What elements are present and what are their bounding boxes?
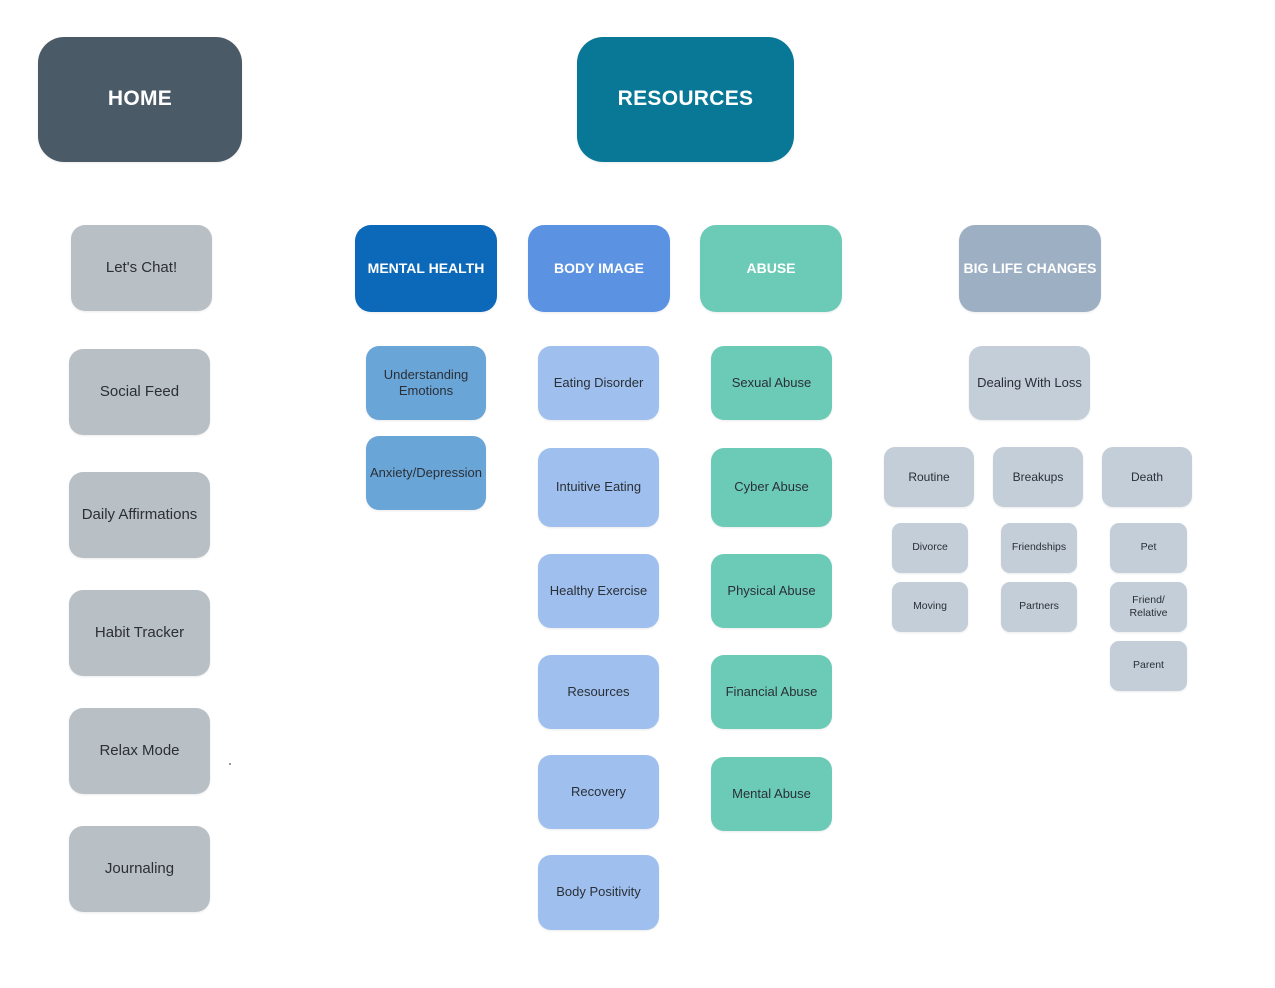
body-image-item-resources[interactable]: Resources <box>538 655 659 729</box>
abuse-item-financial-abuse[interactable]: Financial Abuse <box>711 655 832 729</box>
item-label: Understanding Emotions <box>383 366 469 398</box>
resources-node[interactable]: RESOURCES <box>577 37 794 162</box>
item-label: Dealing With Loss <box>977 374 1082 390</box>
body-image-item-recovery[interactable]: Recovery <box>538 755 659 829</box>
big-life-changes-item-dealing-with-loss[interactable]: Dealing With Loss <box>969 346 1090 420</box>
routine-item-divorce[interactable]: Divorce <box>892 523 968 573</box>
routine-item-moving[interactable]: Moving <box>892 582 968 632</box>
death-item-pet[interactable]: Pet <box>1110 523 1187 573</box>
home-item-label: Let's Chat! <box>105 258 178 276</box>
item-label: Financial Abuse <box>725 683 818 699</box>
home-item-label: Relax Mode <box>99 741 180 759</box>
home-item-social-feed[interactable]: Social Feed <box>69 349 210 435</box>
item-label: Mental Abuse <box>732 785 811 801</box>
category-big-life-changes[interactable]: BIG LIFE CHANGES <box>959 225 1101 312</box>
item-label: Cyber Abuse <box>734 479 809 495</box>
breakups-item-friendships[interactable]: Friendships <box>1001 523 1077 573</box>
death-item-friend-relative[interactable]: Friend/ Relative <box>1110 582 1187 632</box>
body-image-item-intuitive-eating[interactable]: Intuitive Eating <box>538 448 659 527</box>
item-label: Sexual Abuse <box>731 374 812 390</box>
mental-health-item-understanding-emotions[interactable]: Understanding Emotions <box>366 346 486 420</box>
subitem-label: Friendships <box>1011 541 1067 554</box>
home-item-label: Social Feed <box>99 382 180 400</box>
big-life-changes-group-death[interactable]: Death <box>1102 447 1192 507</box>
item-label: Body Positivity <box>556 884 641 900</box>
subitem-label: Parent <box>1133 659 1164 672</box>
home-item-label: Journaling <box>104 859 175 877</box>
stray-dot <box>229 763 231 765</box>
category-label: BODY IMAGE <box>554 259 644 276</box>
body-image-item-body-positivity[interactable]: Body Positivity <box>538 855 659 930</box>
abuse-item-physical-abuse[interactable]: Physical Abuse <box>711 554 832 628</box>
item-label: Intuitive Eating <box>555 479 642 495</box>
category-mental-health[interactable]: MENTAL HEALTH <box>355 225 497 312</box>
group-label: Death <box>1130 469 1164 484</box>
home-item-label: Daily Affirmations <box>81 505 198 523</box>
abuse-item-cyber-abuse[interactable]: Cyber Abuse <box>711 448 832 527</box>
home-item-label: Habit Tracker <box>94 623 185 641</box>
breakups-item-partners[interactable]: Partners <box>1001 582 1077 632</box>
group-label: Routine <box>908 469 950 484</box>
group-label: Breakups <box>1012 469 1064 484</box>
subitem-label: Pet <box>1140 541 1157 554</box>
home-node[interactable]: HOME <box>38 37 242 162</box>
big-life-changes-group-breakups[interactable]: Breakups <box>993 447 1083 507</box>
body-image-item-eating-disorder[interactable]: Eating Disorder <box>538 346 659 420</box>
home-title: HOME <box>107 87 173 111</box>
home-item-lets-chat[interactable]: Let's Chat! <box>71 225 212 311</box>
category-label: BIG LIFE CHANGES <box>963 259 1097 276</box>
item-label: Recovery <box>571 783 626 799</box>
body-image-item-healthy-exercise[interactable]: Healthy Exercise <box>538 554 659 628</box>
home-item-daily-affirmations[interactable]: Daily Affirmations <box>69 472 210 558</box>
home-item-journaling[interactable]: Journaling <box>69 826 210 912</box>
abuse-item-sexual-abuse[interactable]: Sexual Abuse <box>711 346 832 420</box>
mental-health-item-anxiety-depression[interactable]: Anxiety/Depression <box>366 436 486 510</box>
subitem-label: Friend/ Relative <box>1129 593 1168 619</box>
abuse-item-mental-abuse[interactable]: Mental Abuse <box>711 757 832 831</box>
item-label: Anxiety/Depression <box>370 464 482 480</box>
item-label: Eating Disorder <box>553 374 644 390</box>
category-label: ABUSE <box>746 259 796 276</box>
subitem-label: Partners <box>1019 600 1059 613</box>
home-item-habit-tracker[interactable]: Habit Tracker <box>69 590 210 676</box>
resources-title: RESOURCES <box>617 87 754 111</box>
item-label: Resources <box>567 683 630 699</box>
subitem-label: Divorce <box>912 541 948 554</box>
death-item-parent[interactable]: Parent <box>1110 641 1187 691</box>
category-abuse[interactable]: ABUSE <box>700 225 842 312</box>
big-life-changes-group-routine[interactable]: Routine <box>884 447 974 507</box>
category-label: MENTAL HEALTH <box>367 259 485 276</box>
subitem-label: Moving <box>913 600 947 613</box>
item-label: Physical Abuse <box>727 582 816 598</box>
item-label: Healthy Exercise <box>549 582 648 598</box>
home-item-relax-mode[interactable]: Relax Mode <box>69 708 210 794</box>
category-body-image[interactable]: BODY IMAGE <box>528 225 670 312</box>
